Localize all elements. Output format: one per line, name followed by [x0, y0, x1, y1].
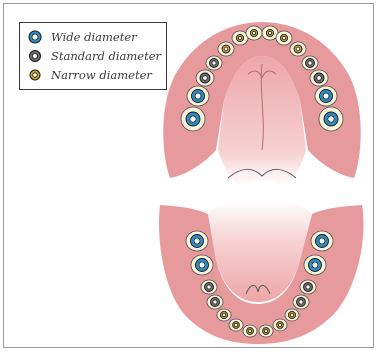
upper-tooth-11	[302, 56, 318, 70]
lower-tooth-5	[217, 309, 231, 321]
lower-arch	[159, 200, 364, 344]
upper-tooth-6	[232, 31, 248, 45]
implant-core	[290, 313, 293, 316]
lower-tooth-14	[311, 231, 333, 251]
lower-tooth-6	[229, 319, 243, 331]
implant-core	[238, 36, 241, 39]
implant-core	[195, 93, 201, 99]
upper-tooth-9	[276, 31, 292, 45]
implant-core	[252, 31, 255, 34]
implant-core	[317, 76, 322, 81]
lower-tooth-9	[273, 319, 287, 331]
implant-core	[264, 329, 267, 332]
implant-core	[328, 116, 334, 122]
lower-tooth-13	[304, 255, 326, 275]
implant-core	[308, 61, 312, 65]
lower-tooth-12	[300, 280, 316, 294]
implant-core	[319, 238, 325, 244]
upper-tooth-13	[315, 86, 337, 106]
legend: Wide diameter Standard diameter Narrow d…	[19, 22, 167, 90]
legend-label-wide: Wide diameter	[51, 30, 137, 44]
upper-tooth-2	[187, 86, 209, 106]
legend-label-standard: Standard diameter	[51, 49, 161, 63]
implant-core	[212, 61, 216, 65]
legend-label-narrow: Narrow diameter	[51, 68, 152, 82]
legend-item-wide: Wide diameter	[28, 29, 137, 45]
upper-tooth-1	[181, 107, 205, 131]
implant-core	[248, 329, 251, 332]
implant-core	[194, 238, 200, 244]
lower-tooth-10	[285, 309, 299, 321]
upper-tooth-7	[246, 26, 262, 40]
lower-tooth-4	[207, 295, 223, 309]
implant-core	[213, 300, 217, 304]
implant-core	[224, 47, 228, 51]
implant-core	[203, 76, 208, 81]
legend-item-standard: Standard diameter	[28, 48, 161, 64]
lower-tooth-7	[243, 325, 257, 337]
upper-tooth-12	[310, 70, 328, 86]
lower-tooth-11	[293, 295, 309, 309]
standard-implant-icon	[28, 49, 42, 63]
legend-item-narrow: Narrow diameter	[28, 67, 152, 83]
implant-core	[282, 36, 285, 39]
implant-core	[296, 47, 300, 51]
upper-tooth-8	[262, 26, 278, 40]
implant-core	[312, 262, 318, 268]
implant-core	[190, 116, 196, 122]
upper-tooth-3	[196, 70, 214, 86]
upper-tooth-4	[206, 56, 222, 70]
implant-core	[278, 323, 281, 326]
implant-core	[222, 313, 225, 316]
wide-implant-icon	[28, 30, 42, 44]
implant-core	[199, 262, 205, 268]
implant-core	[207, 285, 211, 289]
implant-core	[234, 323, 237, 326]
lower-tooth-1	[186, 231, 208, 251]
upper-tooth-10	[290, 42, 306, 56]
implant-core	[306, 285, 310, 289]
upper-tooth-14	[319, 107, 343, 131]
lower-tooth-2	[191, 255, 213, 275]
implant-core	[268, 31, 271, 34]
lower-tooth-8	[259, 325, 273, 337]
implant-core	[323, 93, 329, 99]
implant-core	[299, 300, 303, 304]
upper-tooth-5	[218, 42, 234, 56]
narrow-implant-icon	[28, 68, 42, 82]
lower-tooth-3	[201, 280, 217, 294]
